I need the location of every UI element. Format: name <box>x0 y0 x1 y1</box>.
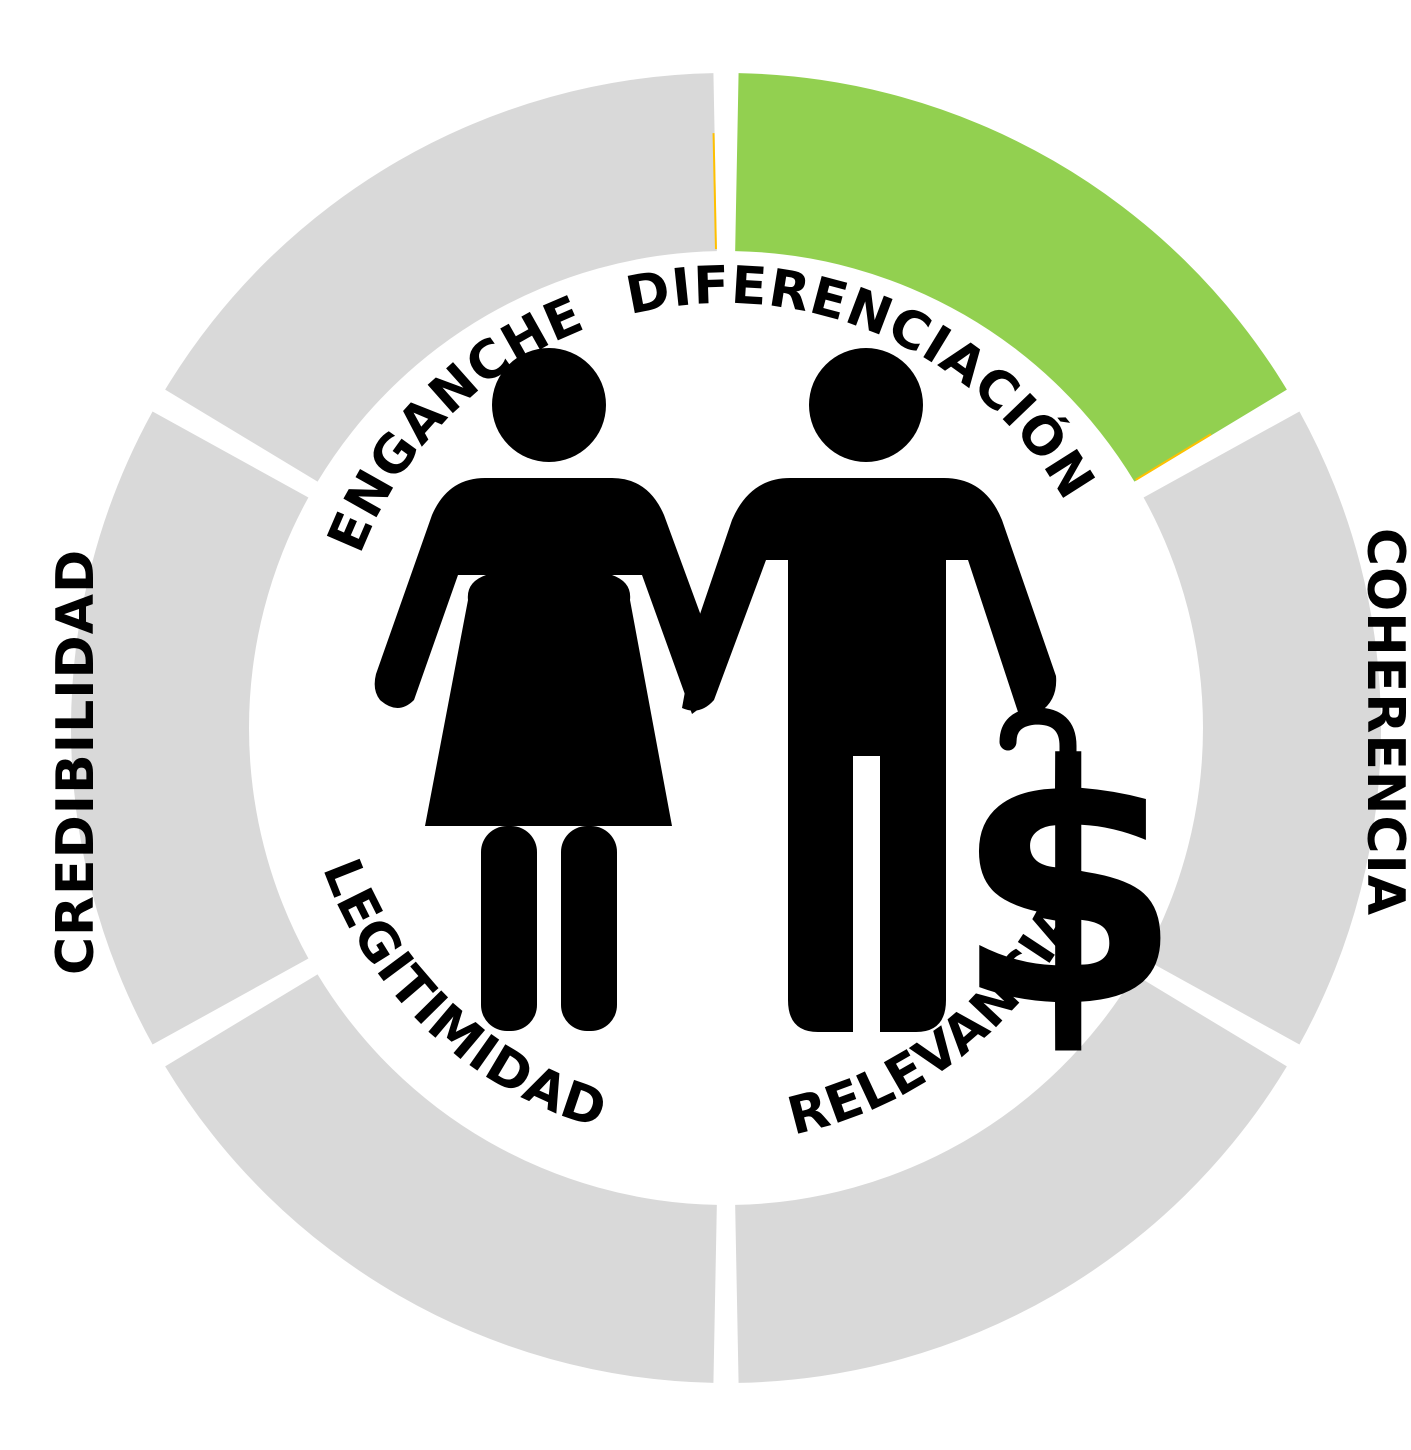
ring-segment-diferenciacion <box>735 73 1287 482</box>
woman-figure-icon <box>374 348 719 1031</box>
ring-segment-coherencia <box>1143 411 1382 1045</box>
ring-segment-relevancia <box>735 974 1287 1383</box>
label-coherencia: COHERENCIA <box>1355 528 1411 916</box>
cane-icon <box>999 707 1077 1035</box>
ring-segments <box>70 73 1382 1383</box>
ring-segment-enganche <box>165 73 717 482</box>
ring-segment-legitimidad <box>165 974 717 1383</box>
elderly-couple-pension-icon: $ <box>374 348 1183 1080</box>
label-credibilidad: CREDIBILIDAD <box>46 549 106 975</box>
dollar-sign-icon: $ <box>953 696 1183 1080</box>
man-figure-icon <box>682 348 1057 1032</box>
accent-line-1 <box>1135 433 1212 481</box>
accent-line-0 <box>712 133 717 250</box>
ring-segment-credibilidad <box>70 411 309 1045</box>
